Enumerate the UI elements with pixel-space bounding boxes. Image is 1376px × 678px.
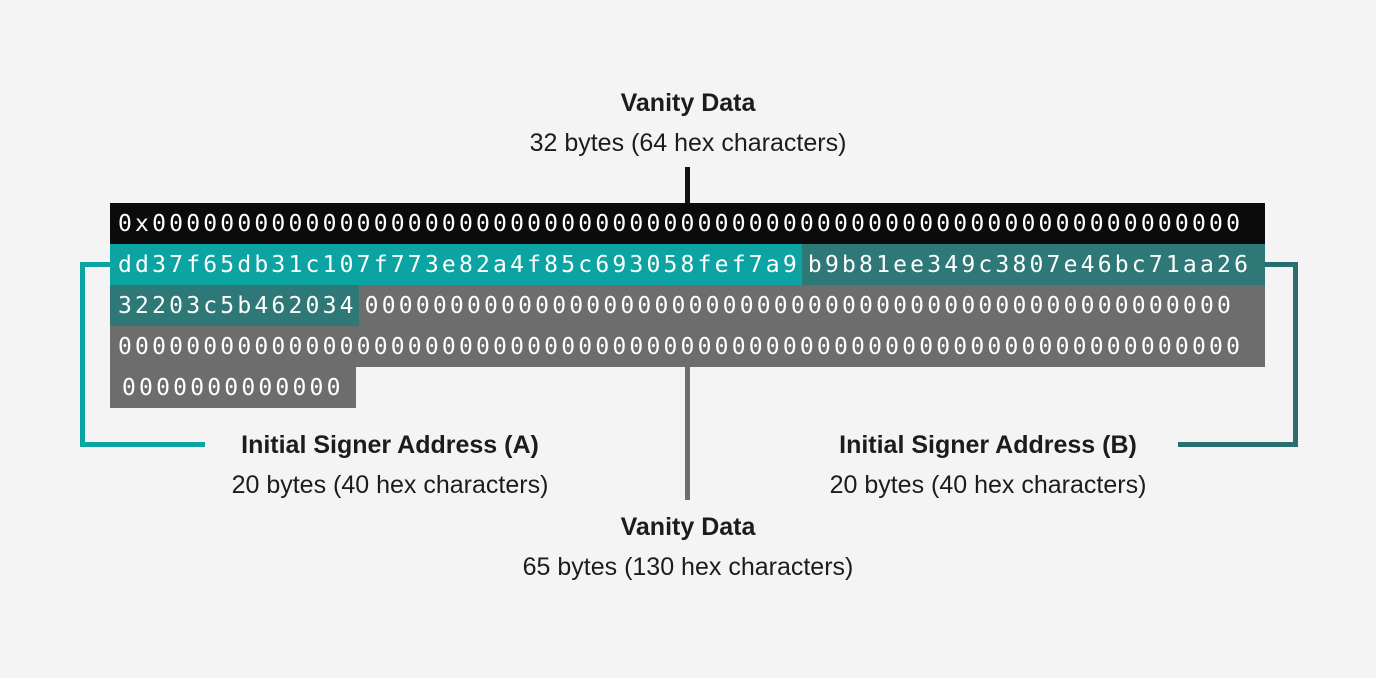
signer-b-bracket-bottom-line xyxy=(1178,442,1298,447)
top-vanity-label-title: Vanity Data xyxy=(620,89,756,117)
zero-padding-segment: 0000000000000000000000000000000000000000… xyxy=(110,326,1265,367)
signer-a-bracket-vertical-line xyxy=(80,262,85,447)
signer-a-bracket-bottom-line xyxy=(80,442,205,447)
signer-b-bracket-vertical-line xyxy=(1293,262,1298,447)
signer-b-segment-part2: 32203c5b462034 xyxy=(110,285,359,326)
signer-b-bracket-top-line xyxy=(1265,262,1298,267)
bottom-connector-line xyxy=(685,367,690,500)
hex-row-4: 0000000000000000000000000000000000000000… xyxy=(110,326,1265,367)
bottom-vanity-label-subtitle: 65 bytes (130 hex characters) xyxy=(522,553,854,581)
hex-data-block: 0x00000000000000000000000000000000000000… xyxy=(110,203,1265,408)
hex-row-3: 32203c5b462034 0000000000000000000000000… xyxy=(110,285,1265,326)
signer-b-label-title: Initial Signer Address (B) xyxy=(839,431,1137,459)
signer-a-label-title: Initial Signer Address (A) xyxy=(241,431,539,459)
hex-row-1: 0x00000000000000000000000000000000000000… xyxy=(110,203,1265,244)
top-connector-line xyxy=(685,167,690,203)
signer-b-label-subtitle: 20 bytes (40 hex characters) xyxy=(829,471,1147,499)
signer-b-segment-part1: b9b81ee349c3807e46bc71aa26 xyxy=(801,244,1265,285)
hex-row-5: 0000000000000 xyxy=(110,367,1265,408)
top-vanity-label-subtitle: 32 bytes (64 hex characters) xyxy=(529,129,847,157)
signer-a-bracket-top-line xyxy=(80,262,113,267)
bottom-vanity-label-title: Vanity Data xyxy=(620,513,756,541)
hex-row-2: dd37f65db31c107f773e82a4f85c693058fef7a9… xyxy=(110,244,1265,285)
vanity-prefix-segment: 0x00000000000000000000000000000000000000… xyxy=(110,203,1265,244)
signer-a-label-subtitle: 20 bytes (40 hex characters) xyxy=(231,471,549,499)
zero-padding-segment: 0000000000000 xyxy=(110,367,356,408)
zero-padding-segment: 0000000000000000000000000000000000000000… xyxy=(358,285,1265,326)
signer-a-segment: dd37f65db31c107f773e82a4f85c693058fef7a9 xyxy=(110,244,802,285)
